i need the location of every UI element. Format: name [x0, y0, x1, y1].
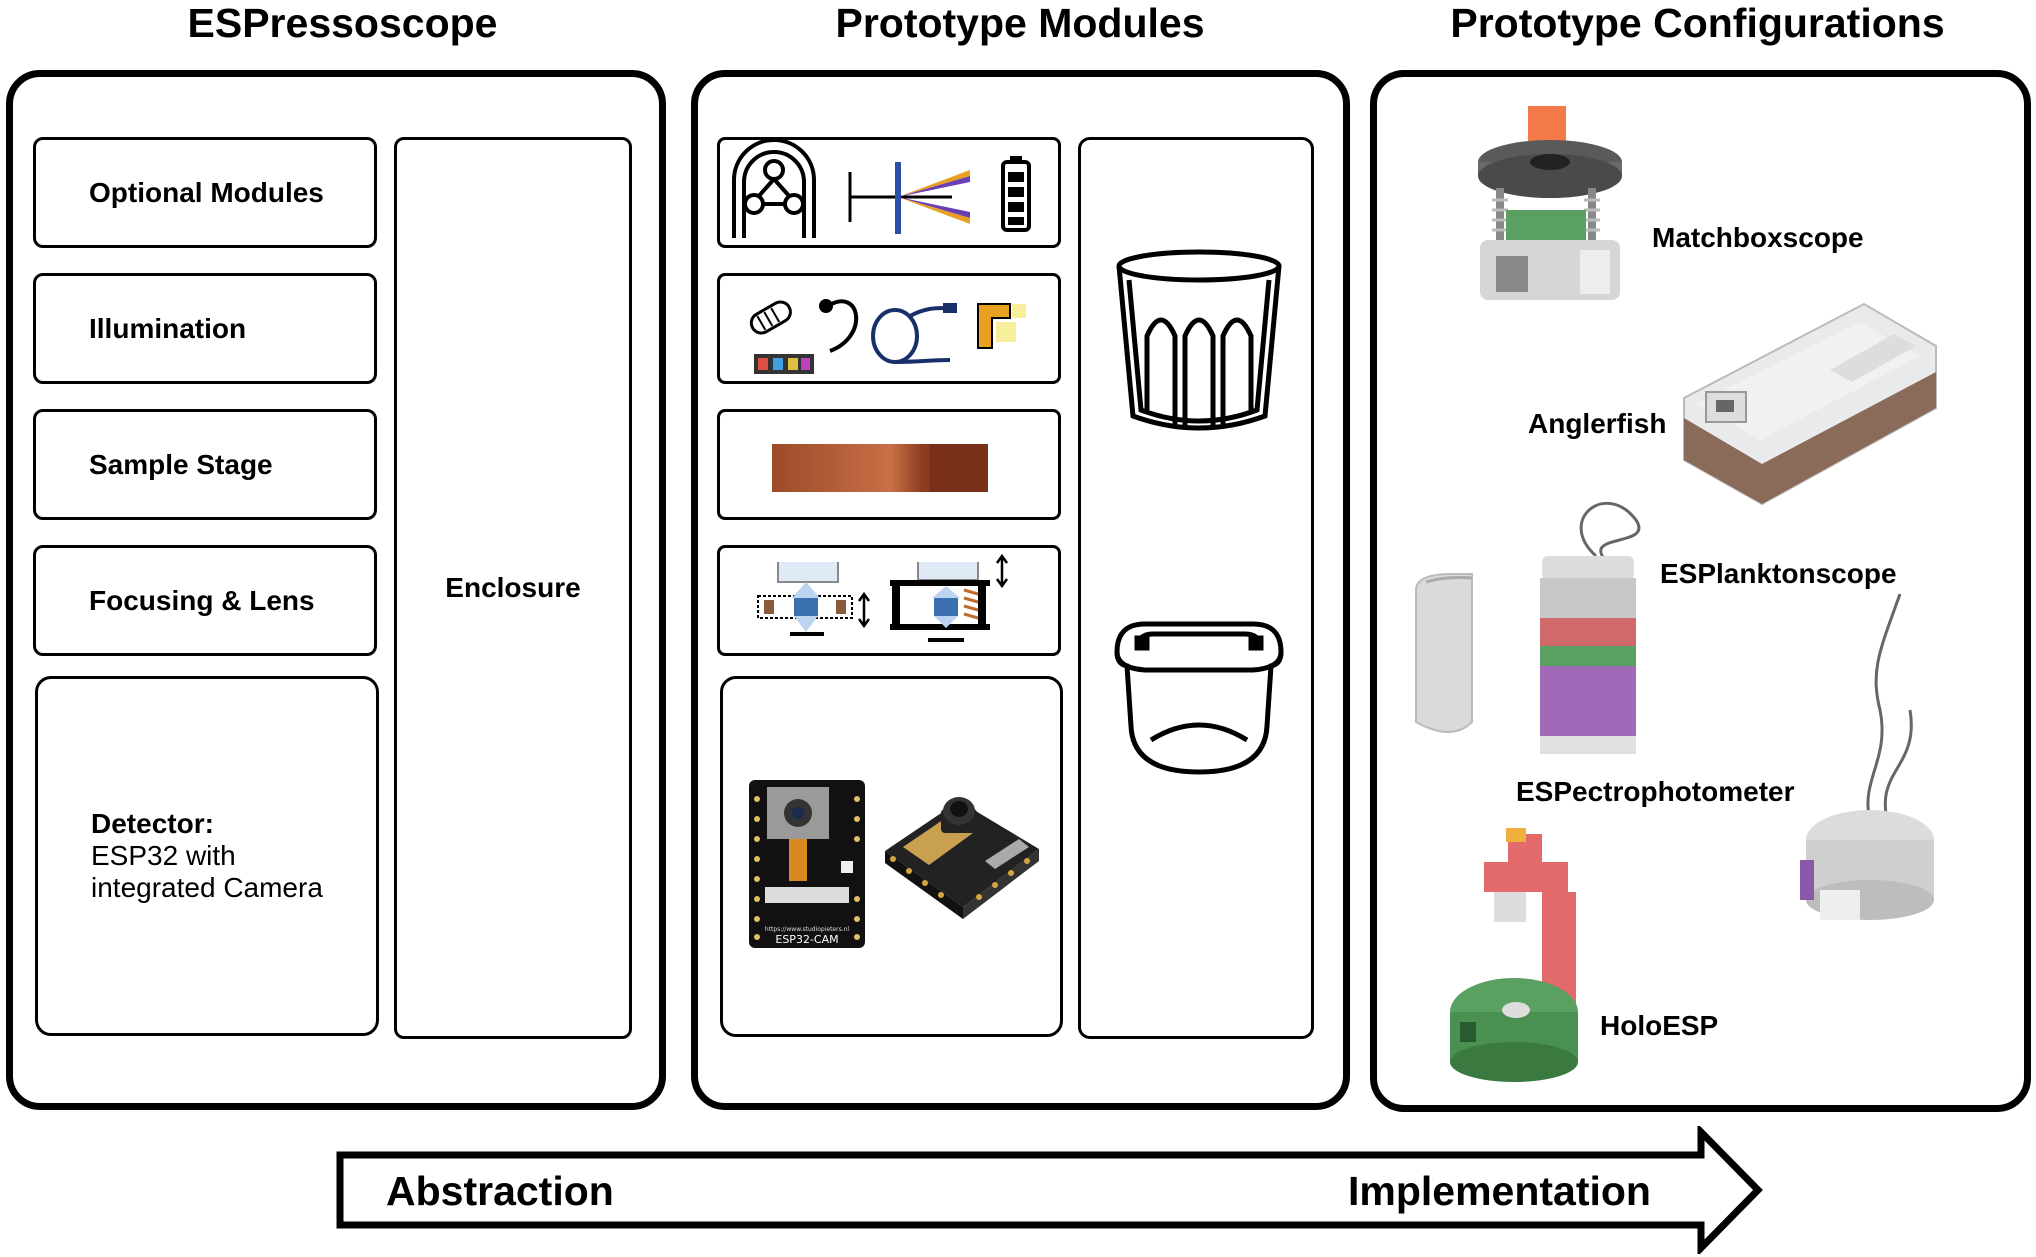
enclosure-icons [1114, 249, 1284, 775]
sample-stage-module-box [717, 409, 1061, 520]
illumination-module-box [717, 273, 1061, 384]
box-enclosure-icon [1114, 621, 1284, 775]
cup-enclosure-icon [1116, 249, 1282, 431]
espressoscope-panel [6, 70, 666, 1110]
matchboxscope-label: Matchboxscope [1652, 222, 1864, 253]
implementation-label: Implementation [1348, 1168, 1651, 1214]
esp32-cam-label: ESP32-CAM [775, 933, 838, 946]
esplanktonscope-label: ESPlanktonscope [1660, 558, 1897, 589]
optional-modules-icons [732, 138, 1031, 238]
optional-modules-module-box [717, 137, 1061, 248]
focusing-lens-module-box [717, 545, 1061, 656]
battery-icon [1001, 156, 1031, 232]
spectrometer-icon [848, 162, 970, 234]
enclosure-box: Enclosure [394, 137, 632, 1039]
espectrophotometer-render [1800, 593, 1934, 920]
sample-stage-icon [772, 444, 988, 492]
enclosure-module-box [1078, 137, 1314, 1039]
detector-line1: ESP32 with [91, 840, 236, 871]
esp32-cam-url: https://www.studiopieters.nl [765, 926, 850, 933]
prototype-modules-title: Prototype Modules [835, 0, 1205, 46]
illumination-icons [749, 299, 1026, 374]
adjustable-focus-icon [890, 553, 1009, 642]
esp32-cam-board-icon [749, 780, 865, 948]
enclosure-label: Enclosure [445, 572, 581, 603]
prototype-configurations-panel [1370, 70, 2031, 1112]
fiber-coil-icon [871, 303, 957, 364]
illumination-box: Illumination [33, 273, 377, 384]
abstraction-implementation-arrow [336, 1126, 1763, 1254]
prototype-modules-panel [691, 70, 1350, 1110]
espressoscope-title: ESPressoscope [187, 0, 498, 46]
focusing-lens-icons [757, 553, 1009, 642]
xiao-esp32s3-board-icon [885, 797, 1039, 919]
detector-boards: https://www.studiopieters.nl ESP32-CAM [749, 780, 1039, 948]
holoesp-label: HoloESP [1600, 1010, 1719, 1041]
prototype-configurations-title: Prototype Configurations [1450, 0, 1945, 46]
optional-modules-box: Optional Modules [33, 137, 377, 248]
detector-box: Detector: ESP32 with integrated Camera [35, 676, 379, 1036]
detector-heading: Detector: [91, 808, 214, 839]
illumination-label: Illumination [89, 312, 247, 344]
esplanktonscope-render [1415, 501, 1641, 754]
fixed-focus-icon [757, 562, 871, 636]
cable-icon [819, 299, 858, 353]
optional-modules-label: Optional Modules [89, 176, 324, 208]
abstraction-label: Abstraction [386, 1168, 614, 1214]
sample-stage-box: Sample Stage [33, 409, 377, 520]
focusing-lens-label: Focusing & Lens [89, 584, 315, 616]
focusing-lens-box: Focusing & Lens [33, 545, 377, 656]
light-guide-icon [977, 303, 1026, 349]
anglerfish-label: Anglerfish [1528, 408, 1667, 439]
sample-stage-label: Sample Stage [89, 448, 273, 480]
led-tube-icon [749, 300, 792, 335]
matchboxscope-render [1478, 106, 1622, 300]
anglerfish-render [1683, 302, 1937, 506]
espectrophotometer-label: ESPectrophotometer [1516, 776, 1795, 807]
detector-module-box: https://www.studiopieters.nl ESP32-CAM [720, 676, 1063, 1037]
detector-line2: integrated Camera [91, 872, 323, 903]
pump-icon [732, 138, 816, 238]
led-strip-icon [754, 354, 814, 374]
holoesp-render [1450, 828, 1578, 1082]
